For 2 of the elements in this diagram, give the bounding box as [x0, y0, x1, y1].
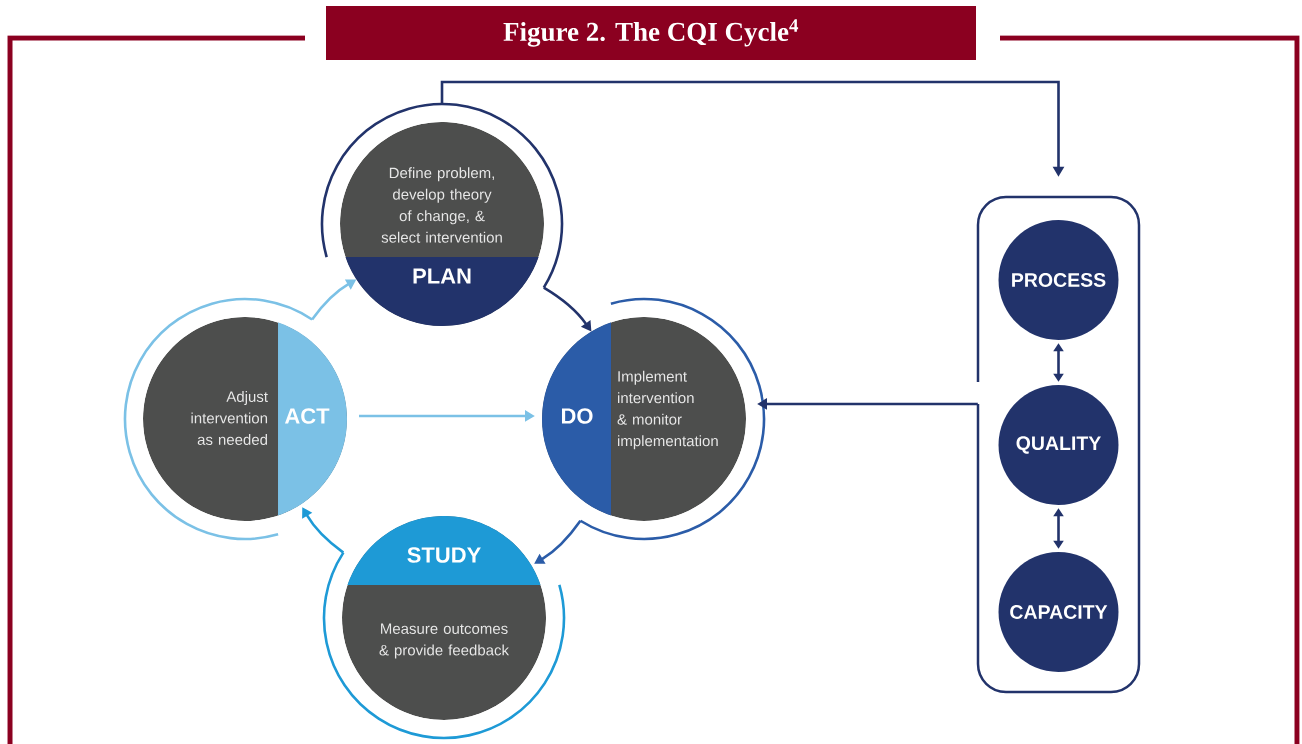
rounded-box [976, 195, 1141, 694]
title-banner: Figure 2. The CQI Cycle$^{4}$ [326, 6, 976, 60]
